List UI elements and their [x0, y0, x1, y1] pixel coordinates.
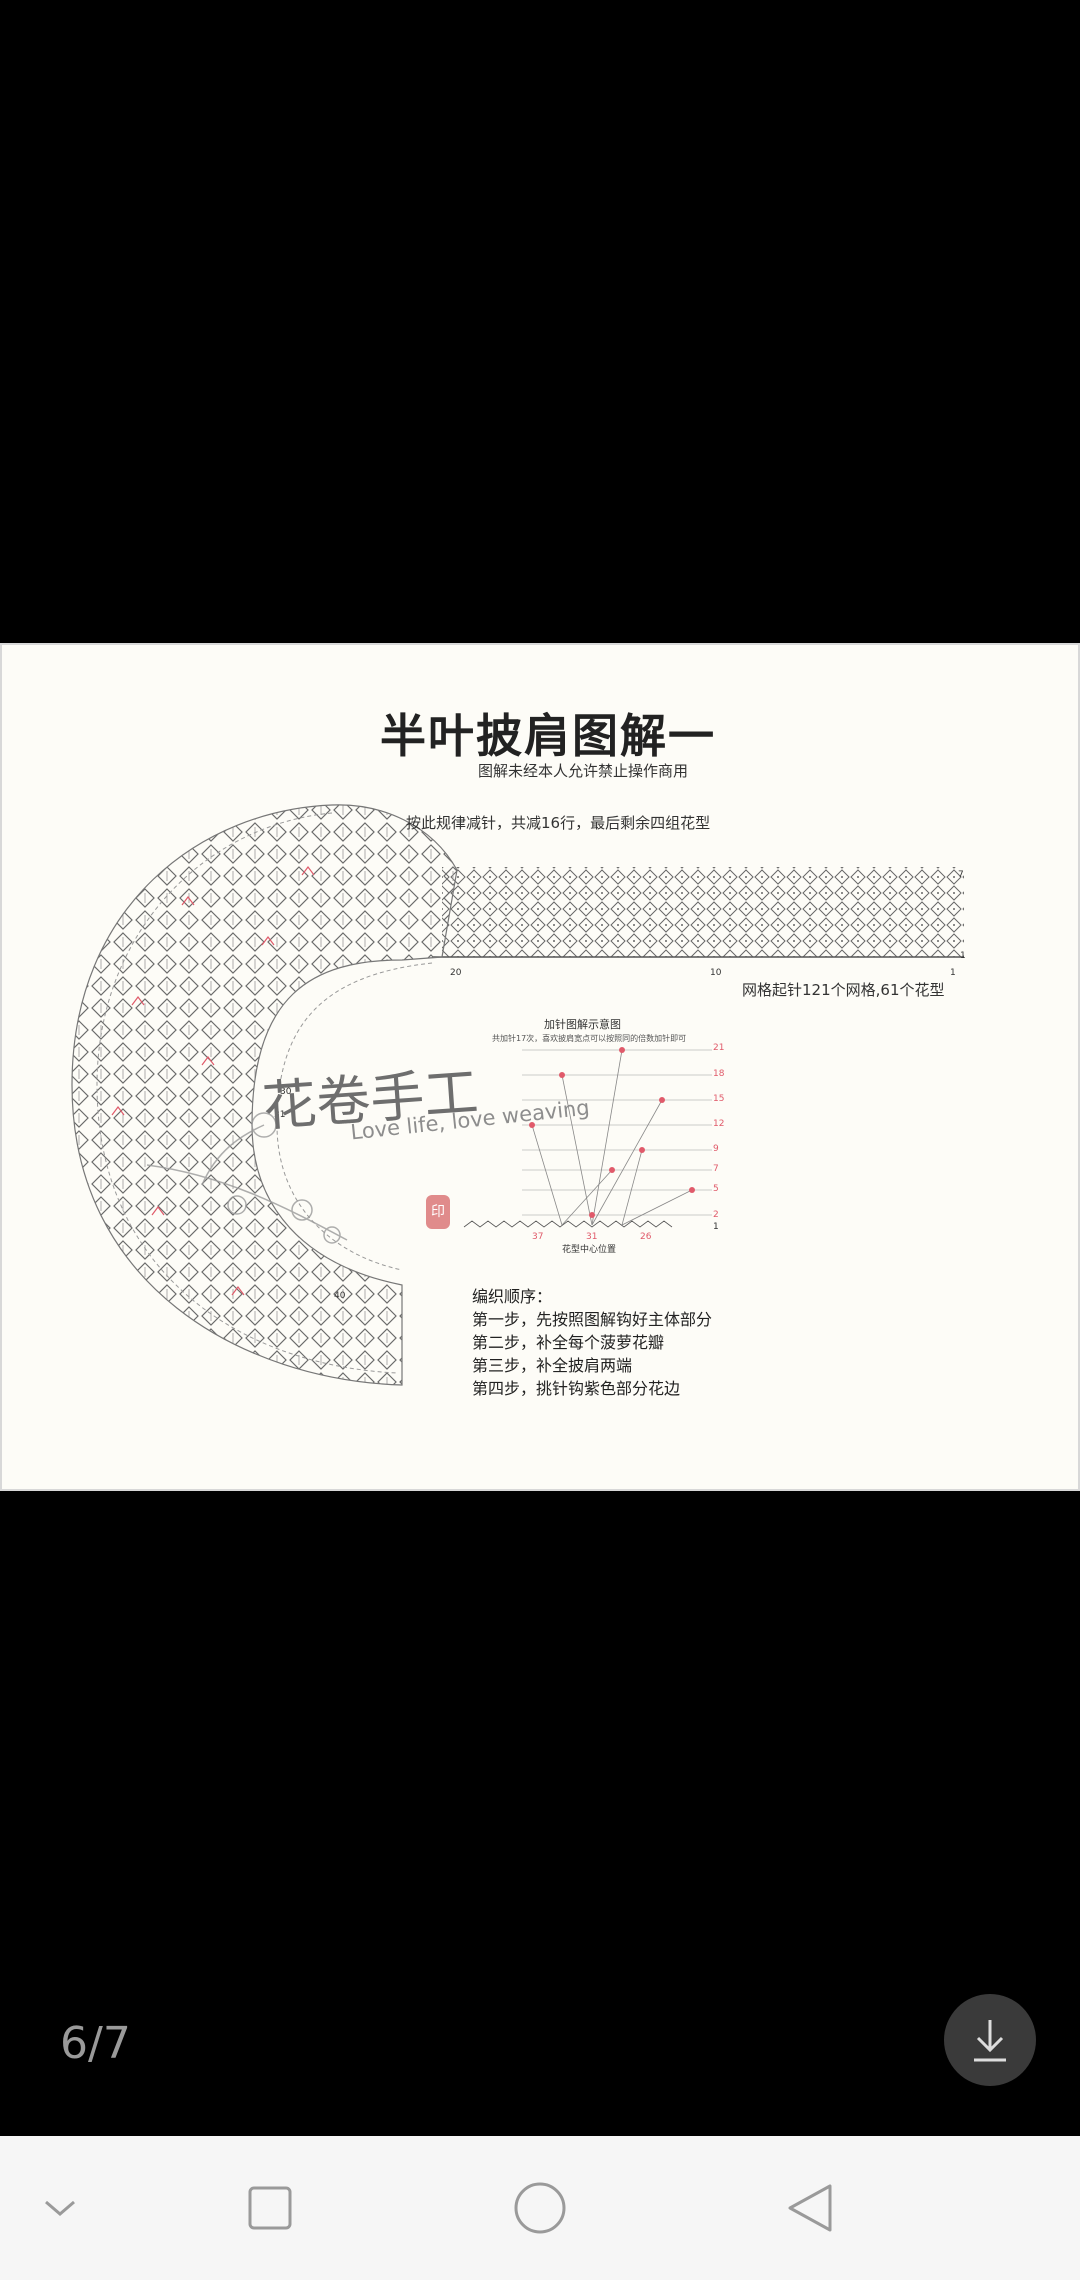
step-2: 第二步，补全每个菠萝花瓣 [472, 1333, 665, 1352]
download-button[interactable] [944, 1994, 1036, 2086]
watermark-stamp: 印 [426, 1195, 450, 1229]
row-label-bottom: 1 [960, 951, 966, 961]
mini-row-5: 5 [713, 1184, 719, 1194]
mini-chart-subtitle: 共加针17次，喜欢披肩宽点可以按照同的倍数加针即可 [492, 1034, 687, 1043]
mini-row-2: 2 [713, 1210, 719, 1220]
mini-row-7: 7 [713, 1164, 719, 1174]
base-note: 网格起针121个网格,61个花型 [742, 981, 945, 999]
mini-row-21: 21 [713, 1043, 725, 1053]
pattern-image[interactable] [0, 643, 1080, 1491]
decrease-note: 按此规律减针，共减16行，最后剩余四组花型 [406, 814, 711, 832]
mini-chart-caption: 花型中心位置 [562, 1245, 617, 1255]
side-label-40: 40 [334, 1291, 346, 1301]
pattern-subtitle: 图解未经本人允许禁止操作商用 [478, 762, 689, 780]
mini-row-12: 12 [713, 1119, 725, 1129]
system-navigation-bar [0, 2136, 1080, 2280]
mini-chart [463, 1049, 712, 1228]
chevron-down-icon [45, 2200, 75, 2216]
step-4: 第四步，挑针钩紫色部分花边 [472, 1379, 681, 1398]
steps-title: 编织顺序： [472, 1287, 553, 1306]
nav-recents-button[interactable] [234, 2172, 306, 2244]
mini-bottom-37: 37 [532, 1232, 544, 1242]
nav-back-button[interactable] [774, 2172, 846, 2244]
mini-row-15: 15 [713, 1094, 725, 1104]
mini-bottom-26: 26 [640, 1232, 652, 1242]
step-1: 第一步，先按照图解钩好主体部分 [472, 1310, 713, 1329]
column-label-1: 1 [950, 968, 956, 978]
nav-home-button[interactable] [504, 2172, 576, 2244]
square-icon [248, 2186, 292, 2230]
crochet-chart [71, 804, 964, 1386]
mini-row-1: 1 [713, 1222, 719, 1232]
mini-row-9: 9 [713, 1144, 719, 1154]
mini-row-18: 18 [713, 1069, 725, 1079]
side-label-30: 30 [280, 1087, 292, 1097]
side-label-31: 31 [274, 1110, 286, 1120]
download-icon [974, 2020, 1006, 2062]
column-label-20: 20 [450, 968, 462, 978]
column-label-10: 10 [710, 968, 722, 978]
mini-bottom-31: 31 [586, 1232, 598, 1242]
row-label-top: 7 [958, 870, 964, 880]
triangle-back-icon [788, 2184, 832, 2232]
pattern-title: 半叶披肩图解一 [380, 709, 716, 763]
mini-chart-title: 加针图解示意图 [544, 1018, 621, 1031]
image-viewer: 半叶披肩图解一 图解未经本人允许禁止操作商用 按此规律减针，共减16行，最后剩余… [0, 643, 1080, 2086]
page-counter: 6/7 [60, 2018, 131, 2069]
nav-collapse-button[interactable] [24, 2172, 96, 2244]
step-3: 第三步，补全披肩两端 [472, 1356, 633, 1375]
circle-icon [514, 2182, 566, 2234]
steps-block: 编织顺序： 第一步，先按照图解钩好主体部分 第二步，补全每个菠萝花瓣 第三步，补… [472, 1285, 712, 1400]
